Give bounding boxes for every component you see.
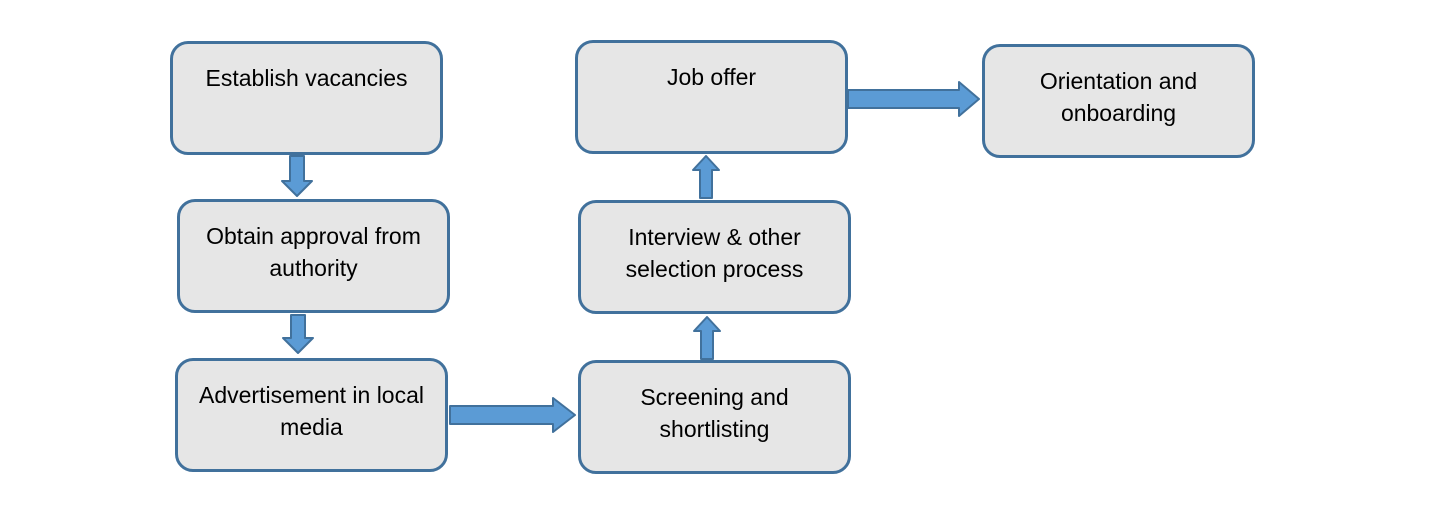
step-job-offer: Job offer (575, 40, 848, 154)
arrow-right-icon (847, 81, 980, 117)
step-label: Advertisement in local media (199, 382, 424, 440)
step-advertisement: Advertisement in local media (175, 358, 448, 472)
arrow-right-icon (449, 397, 576, 433)
step-interview: Interview & other selection process (578, 200, 851, 314)
step-orientation: Orientation and onboarding (982, 44, 1255, 158)
step-obtain-approval: Obtain approval from authority (177, 199, 450, 313)
arrow-down-icon (282, 314, 314, 354)
step-label: Establish vacancies (205, 65, 408, 91)
step-label: Interview & other selection process (625, 224, 804, 282)
step-label: Orientation and onboarding (1039, 68, 1198, 126)
arrow-down-icon (281, 155, 313, 197)
arrow-up-icon (692, 155, 720, 199)
step-screening: Screening and shortlisting (578, 360, 851, 474)
arrow-up-icon (693, 316, 721, 360)
step-label: Obtain approval from authority (206, 223, 421, 281)
step-label: Job offer (666, 64, 757, 90)
step-label: Screening and shortlisting (640, 384, 789, 442)
step-establish-vacancies: Establish vacancies (170, 41, 443, 155)
